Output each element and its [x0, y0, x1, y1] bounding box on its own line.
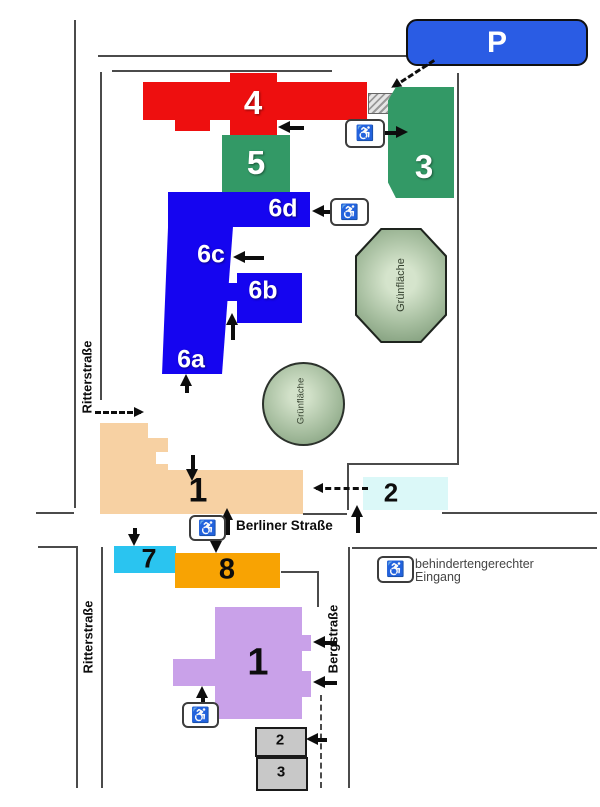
- street-line: [38, 546, 77, 548]
- building-3-label: 3: [414, 148, 434, 185]
- street-line: [101, 547, 103, 788]
- boundary-line: [347, 463, 349, 510]
- street-line: [442, 512, 597, 514]
- street-label-bergstrasse: Bergstraße: [325, 604, 341, 674]
- route-dashed-arrow-icon: [313, 483, 368, 493]
- street-line: [303, 513, 347, 515]
- building-1-north: [148, 438, 168, 514]
- entrance-arrow-icon: [196, 686, 209, 705]
- wheelchair-entrance-icon: ♿: [330, 198, 369, 226]
- legend-wheelchair-icon: ♿: [377, 556, 414, 583]
- building-4-label: 4: [243, 84, 263, 121]
- green-area-octagon: [355, 228, 447, 343]
- building-1-south: [173, 659, 215, 686]
- building-7: [114, 546, 176, 573]
- wheelchair-glyph: ♿: [191, 706, 210, 724]
- entrance-arrow-icon: [128, 528, 141, 546]
- building-6b-connector: [227, 283, 238, 301]
- street-label-ritterstrasse-upper: Ritterstraße: [79, 340, 95, 414]
- building-6d: [168, 192, 310, 227]
- building-1-south: [215, 607, 302, 719]
- boundary-line: [112, 70, 332, 72]
- green-area-octagon-label: Grünfläche: [395, 258, 407, 312]
- street-line: [74, 20, 76, 508]
- boundary-line: [98, 55, 412, 57]
- street-line: [352, 547, 597, 549]
- entrance-arrow-icon: [226, 313, 239, 340]
- wheelchair-glyph: ♿: [198, 519, 217, 537]
- green-area-circle: [262, 362, 345, 446]
- building-2-north-label: 2: [383, 477, 399, 508]
- street-dashed-line: [320, 695, 322, 788]
- street-line: [317, 571, 319, 607]
- building-6-stem: [162, 227, 233, 374]
- parking-sign: P: [406, 19, 588, 66]
- street-line: [100, 72, 102, 400]
- boundary-line: [457, 73, 459, 463]
- boundary-line: [347, 463, 459, 465]
- building-3-south-label: 3: [276, 763, 286, 781]
- entrance-arrow-icon: [351, 505, 364, 533]
- building-8-label: 8: [218, 553, 236, 586]
- building-7-label: 7: [141, 543, 157, 574]
- building-4: [230, 73, 277, 135]
- building-3: [388, 87, 454, 198]
- entrance-arrow-icon: [233, 251, 264, 264]
- building-6d-label: 6d: [268, 194, 298, 223]
- street-label-berliner-strasse: Berliner Straße: [236, 518, 333, 533]
- building-6b-label: 6b: [248, 276, 278, 305]
- building-1-south: [302, 635, 311, 651]
- building-6a-label: 6a: [177, 345, 205, 374]
- entrance-arrow-icon: [186, 455, 199, 481]
- entrance-arrow-icon: [312, 205, 332, 218]
- wheelchair-glyph: ♿: [386, 561, 405, 578]
- wheelchair-glyph: ♿: [340, 203, 359, 221]
- legend-text-line2: Eingang: [415, 570, 461, 584]
- wheelchair-entrance-icon: ♿: [345, 119, 385, 148]
- wheelchair-entrance-icon: ♿: [189, 515, 226, 541]
- entrance-arrow-icon: [382, 126, 408, 139]
- entrance-arrow-icon: [306, 733, 327, 746]
- building-3-south: [256, 757, 308, 791]
- building-6c-label: 6c: [197, 240, 225, 269]
- route-dashed-arrow-icon: [95, 407, 144, 417]
- green-area-octagon-fill: [357, 230, 445, 341]
- building-1-north: [100, 423, 148, 514]
- building-5-label: 5: [246, 144, 266, 181]
- building-4: [175, 120, 210, 131]
- building-2-north: [363, 477, 448, 510]
- building-8: [175, 553, 280, 588]
- entrance-arrow-icon: [313, 636, 337, 649]
- building-2-south-label: 2: [275, 731, 285, 749]
- street-line: [36, 512, 74, 514]
- building-1-south-label: 1: [247, 641, 269, 684]
- building-1-south: [302, 671, 311, 697]
- street-line: [281, 571, 317, 573]
- building-1-north-label: 1: [188, 471, 208, 510]
- green-area-circle-label: Grünfläche: [295, 377, 307, 425]
- wheelchair-entrance-icon: ♿: [182, 702, 219, 728]
- legend-text-line1: behindertengerechter: [415, 557, 534, 571]
- building-1-north-notch: [156, 452, 168, 464]
- street-label-ritterstrasse-lower: Ritterstraße: [80, 600, 96, 674]
- building-6b: [237, 273, 302, 323]
- entrance-arrow-icon: [313, 676, 337, 689]
- street-line: [348, 547, 350, 788]
- entrance-arrow-icon: [278, 121, 304, 134]
- entrance-arrow-icon: [180, 374, 193, 393]
- street-line: [76, 546, 78, 788]
- building-5: [222, 135, 290, 192]
- wheelchair-glyph: ♿: [355, 125, 375, 142]
- parking-label: P: [486, 25, 507, 59]
